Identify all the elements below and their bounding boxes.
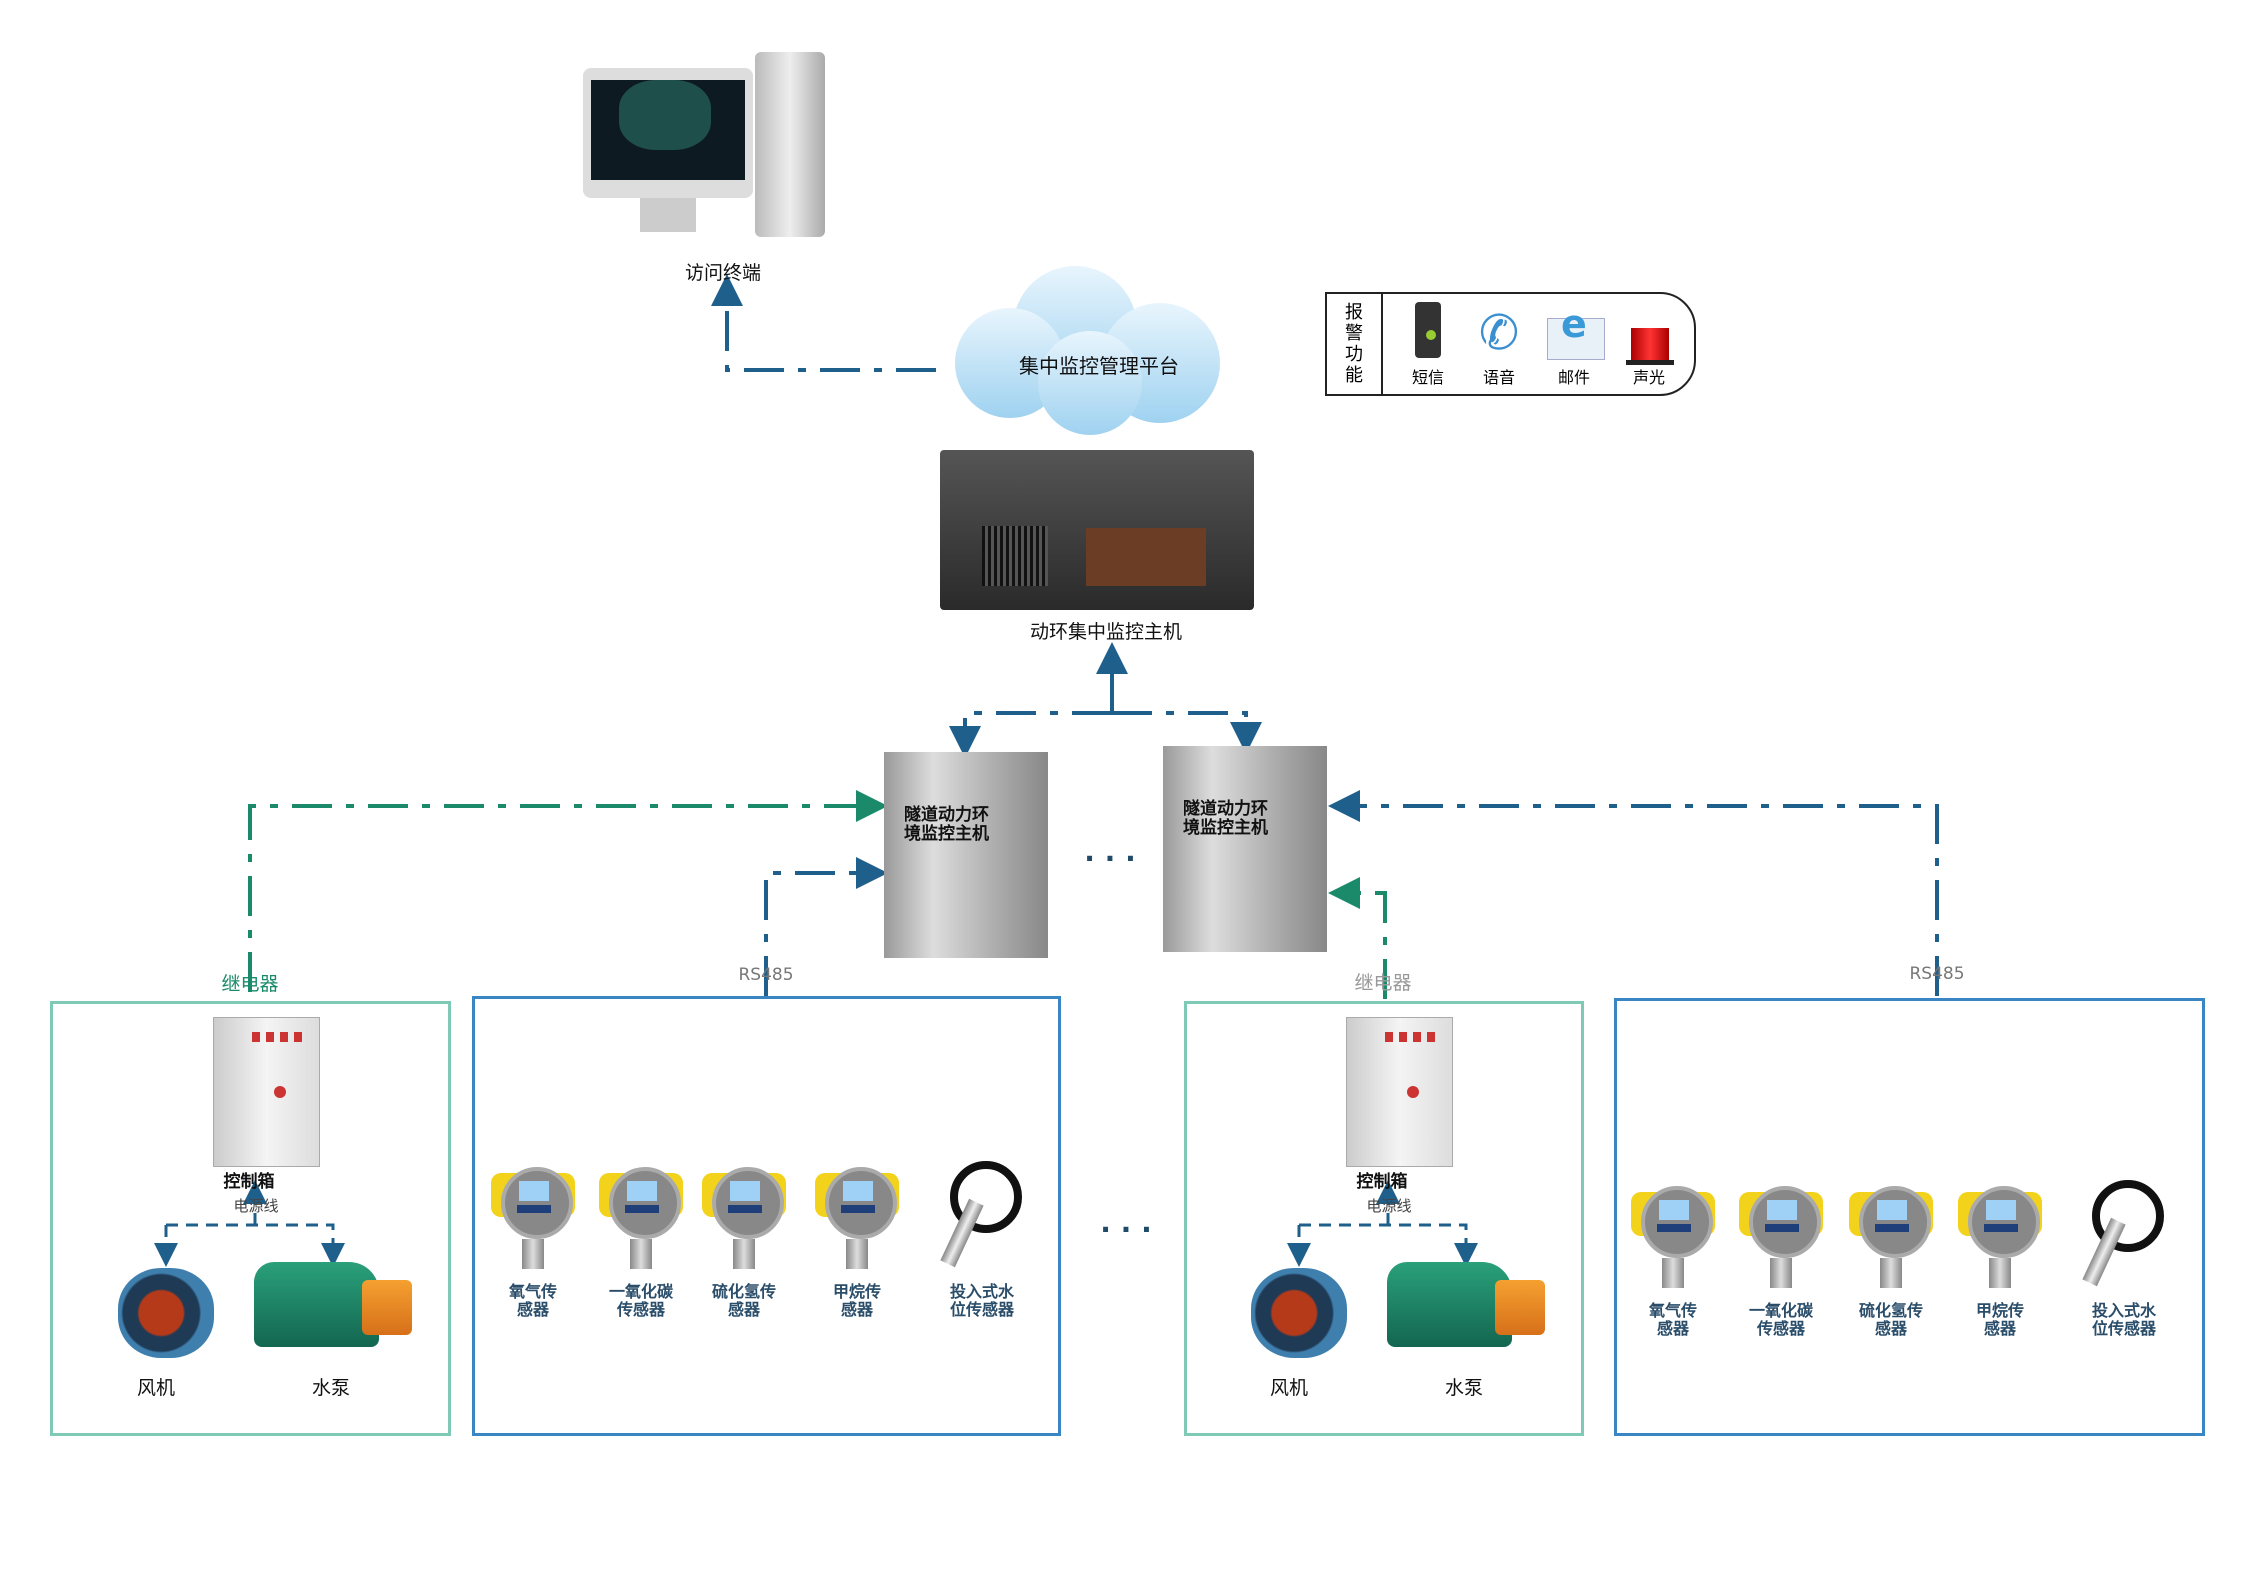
pump-label: 水泵 [1444,1377,1484,1399]
sensor-item: 甲烷传感器 [802,1159,912,1319]
water-level-sensor-icon [2069,1178,2179,1288]
alarm-item-label: 语音 [1482,368,1515,387]
sensor-label: 甲烷传感器 [832,1282,881,1319]
pump-label: 水泵 [311,1377,351,1399]
sensor-label: 甲烷传感器 [1975,1301,2024,1338]
fan-label: 风机 [136,1377,176,1399]
monitor-icon [583,68,753,198]
alarm-light-icon [1614,302,1684,365]
pump-icon [254,1262,379,1347]
gas-detector-icon [478,1159,588,1269]
water-level-sensor-icon [927,1159,1037,1269]
sensor-label: 一氧化碳传感器 [1748,1301,1813,1338]
sensor-item: 甲烷传感器 [1945,1178,2055,1338]
sensor-label: 氧气传感器 [1648,1301,1697,1338]
platform-to-terminal-line [711,274,936,372]
alarm-functions-panel: 报警功能 短信 ✆ 语音 e 邮件 声光 [1325,292,1696,396]
host-label: 动环集中监控主机 [1029,621,1183,643]
more-groups-ellipsis: · · · [1100,1213,1152,1246]
more-cabinets-ellipsis: · · · [1084,842,1136,875]
control-box-icon [1346,1017,1453,1167]
sensor-item: 氧气传感器 [478,1159,588,1319]
gas-detector-icon [1726,1178,1836,1288]
email-icon: e [1539,302,1609,364]
cabinet-label: 隧道动力环境监控主机 [904,805,989,844]
rs485-label-2: RS485 [1909,964,1965,984]
sensor-group-1 [472,996,1061,1436]
sensor-label: 硫化氢传感器 [711,1282,776,1319]
control-box-label: 控制箱 [223,1172,275,1192]
power-line-label: 电源线 [1366,1197,1412,1215]
cabinet-1: 隧道动力环境监控主机 [884,752,1048,958]
gas-detector-icon [689,1159,799,1269]
sensor-label: 一氧化碳传感器 [608,1282,673,1319]
power-line-2 [1299,1223,1478,1267]
control-box-icon [213,1017,320,1167]
sensor-label: 投入式水位传感器 [949,1282,1014,1319]
relay2-line [1328,877,1387,999]
sensor-label: 投入式水位传感器 [2091,1301,2156,1338]
terminal-label: 访问终端 [684,262,762,284]
alarm-item-email: e 邮件 [1539,302,1609,388]
pump-icon [1387,1262,1512,1347]
cabinet-label: 隧道动力环境监控主机 [1183,799,1268,838]
power-line-label: 电源线 [233,1197,279,1215]
relay1-line [248,790,888,992]
telephone-icon: ✆ [1478,305,1520,361]
relay-label-1: 继电器 [221,973,279,995]
alarm-title: 报警功能 [1327,294,1383,394]
server-icon [940,450,1254,610]
relay-group-1 [50,1001,451,1436]
sensor-item: 一氧化碳传感器 [586,1159,696,1319]
control-box-label: 控制箱 [1356,1172,1408,1192]
gas-detector-icon [802,1159,912,1269]
gas-detector-icon [1945,1178,2055,1288]
rs485-label-1: RS485 [738,965,794,985]
sensor-group-2 [1614,998,2205,1436]
host-to-cabinet2-line [1112,711,1262,754]
fan-icon [118,1268,214,1358]
gas-detector-icon [586,1159,696,1269]
sensor-item: 硫化氢传感器 [689,1159,799,1319]
gas-detector-icon [1618,1178,1728,1288]
sensor-item: 硫化氢传感器 [1836,1178,1946,1338]
sensor-item: 氧气传感器 [1618,1178,1728,1338]
tower-pc-icon [755,52,825,237]
alarm-item-label: 短信 [1411,368,1444,387]
sensor-item: 投入式水位传感器 [2069,1178,2179,1338]
phone-touch-icon [1393,302,1463,364]
pump-motor-icon [362,1280,412,1335]
relay-label-2: 继电器 [1354,972,1412,994]
fan-label: 风机 [1269,1377,1309,1399]
relay-group-2 [1184,1001,1584,1436]
alarm-item-voice: ✆ 语音 [1464,302,1534,388]
host-to-cabinet1-line [949,711,1112,758]
fan-icon [1251,1268,1347,1358]
alarm-item-light: 声光 [1614,302,1684,388]
sensor-item: 一氧化碳传感器 [1726,1178,1836,1338]
cabinet-2: 隧道动力环境监控主机 [1163,746,1327,952]
alarm-item-sms: 短信 [1393,302,1463,388]
platform-label: 集中监控管理平台 [1019,354,1179,378]
power-line-1 [166,1223,345,1267]
sensor-label: 硫化氢传感器 [1858,1301,1923,1338]
gas-detector-icon [1836,1178,1946,1288]
rs485-2-line [1328,790,1939,996]
pump-motor-icon [1495,1280,1545,1335]
alarm-item-label: 邮件 [1557,368,1590,387]
alarm-item-label: 声光 [1632,368,1665,387]
cloud-icon [955,266,1220,435]
sensor-item: 投入式水位传感器 [927,1159,1037,1319]
sensor-label: 氧气传感器 [508,1282,557,1319]
